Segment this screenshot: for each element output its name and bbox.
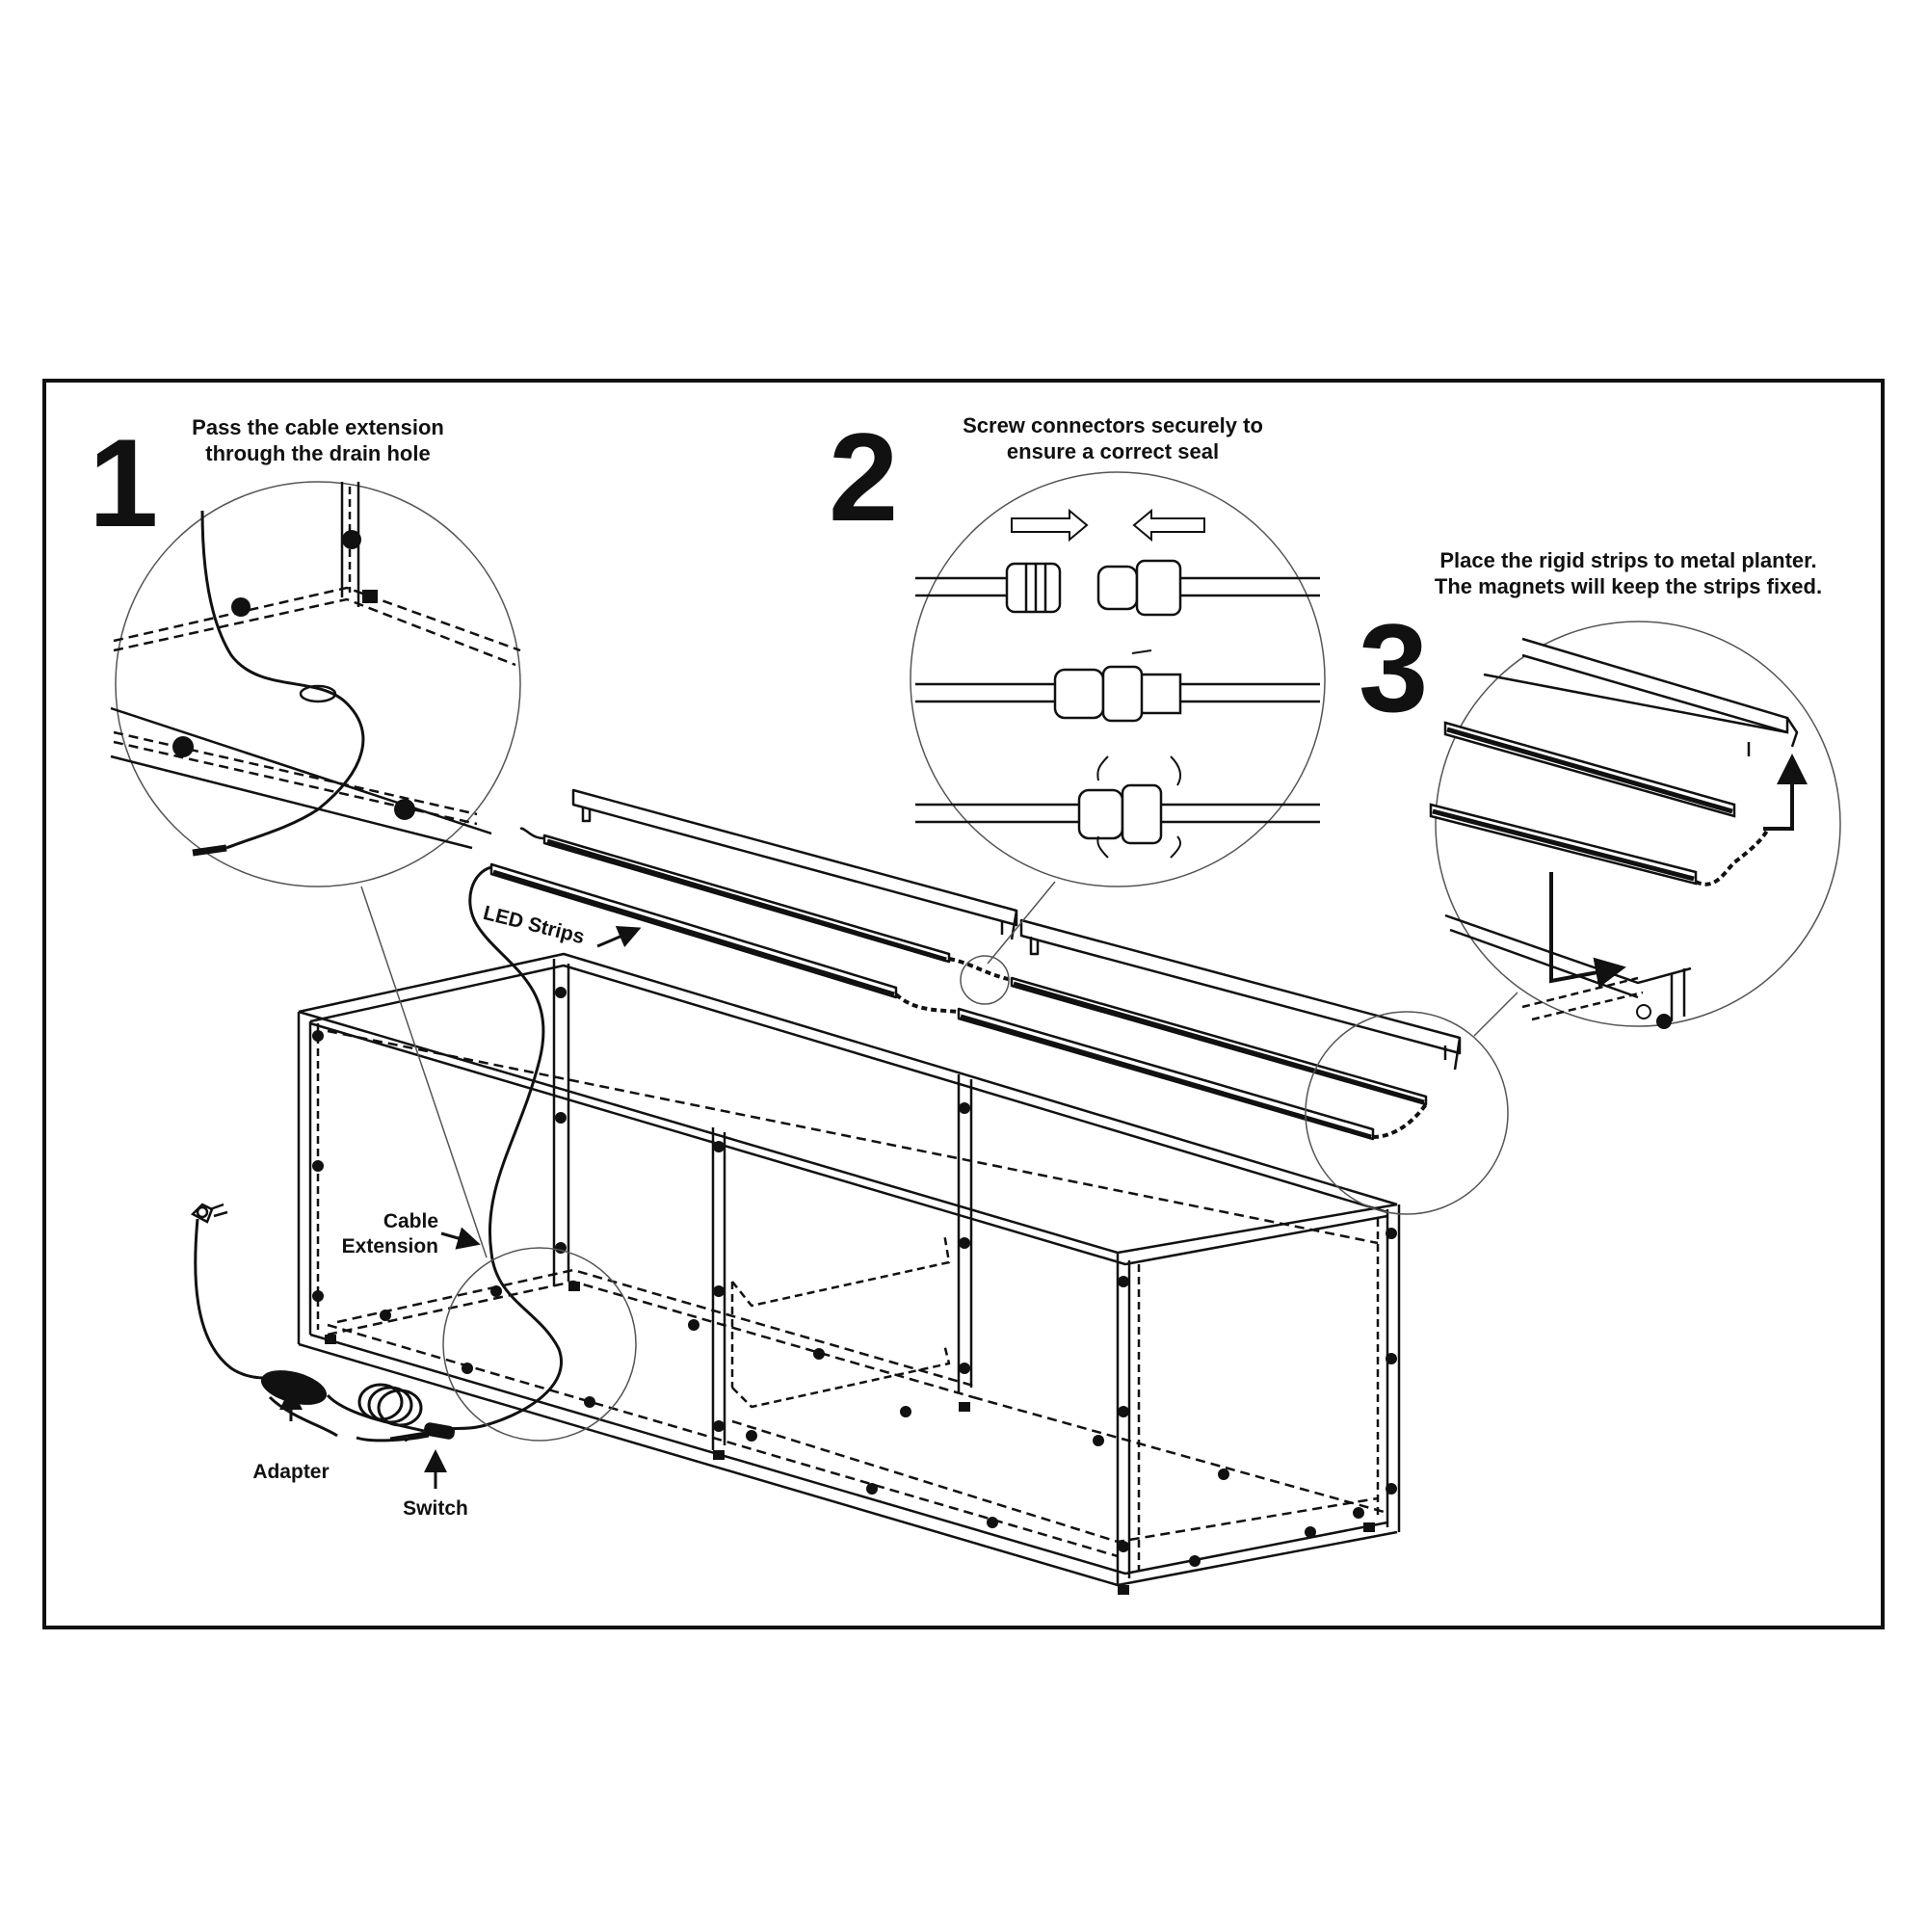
label-cable-extension-line2: Extension (341, 1235, 438, 1257)
step-1-caption-line1: Pass the cable extension (192, 415, 444, 439)
label-cable-extension-line1: Cable (383, 1210, 438, 1232)
detail-3-placement (1429, 637, 1799, 1021)
detail-1-drain-hole (110, 482, 521, 857)
step-3-number: 3 (1359, 597, 1428, 738)
leader-arrows (279, 925, 642, 1489)
step-1-caption-line2: through the drain hole (205, 441, 431, 465)
step-3-caption: Place the rigid strips to metal planter.… (1416, 547, 1840, 599)
detail-2-connectors (915, 519, 1320, 859)
label-cable-extension: Cable Extension (328, 1209, 438, 1259)
detail-3-bolt (1656, 1014, 1672, 1029)
detail-1-bolts (172, 530, 415, 820)
step-2-caption: Screw connectors securely to ensure a co… (949, 412, 1277, 464)
planter-feet (325, 1282, 1375, 1595)
step-1-caption: Pass the cable extension through the dra… (173, 414, 462, 466)
plug-icon (190, 1203, 228, 1224)
detail-callouts (115, 471, 1841, 1442)
step-3-caption-line1: Place the rigid strips to metal planter. (1439, 548, 1817, 572)
detail-3-arrows (1549, 754, 1808, 989)
planter-bolts (312, 987, 1397, 1567)
label-switch: Switch (403, 1497, 468, 1520)
step-3-caption-line2: The magnets will keep the strips fixed. (1434, 574, 1823, 598)
step-2-number: 2 (829, 407, 898, 547)
step-1-number: 1 (89, 412, 158, 553)
outer-frame (42, 379, 1885, 1629)
adapter-body (260, 1370, 328, 1405)
detail-2-arrows (1011, 508, 1205, 543)
step-2-caption-line1: Screw connectors securely to (963, 413, 1263, 437)
detail-3-hole (1636, 1004, 1651, 1019)
label-adapter: Adapter (252, 1461, 330, 1483)
led-strip-assembly (437, 788, 1462, 1433)
planter-box (297, 952, 1401, 1587)
step-2-caption-line2: ensure a correct seal (1006, 439, 1220, 463)
switch-body (423, 1422, 456, 1440)
